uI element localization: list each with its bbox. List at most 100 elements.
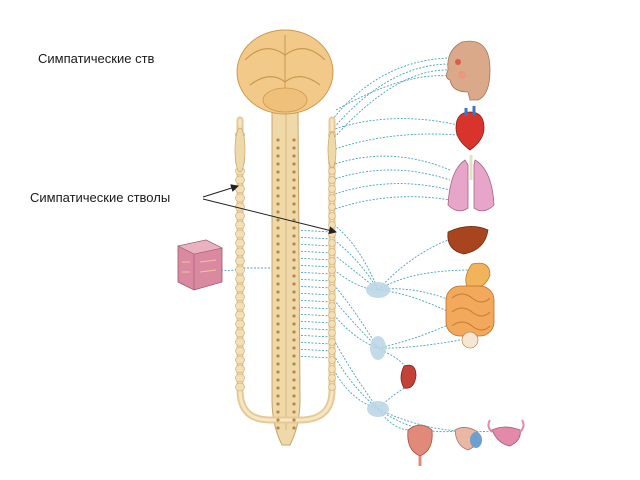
ganglion — [235, 364, 245, 374]
nerve-fiber — [331, 183, 451, 196]
nerve-fiber — [331, 196, 451, 211]
root-bead — [292, 402, 296, 406]
nerve-fiber — [331, 57, 451, 121]
lungs-icon — [447, 155, 495, 212]
ganglion — [235, 211, 245, 221]
root-bead — [276, 186, 280, 190]
root-bead — [276, 154, 280, 158]
nerve-fiber — [331, 155, 451, 171]
nerve-fiber — [331, 133, 459, 151]
root-bead — [276, 170, 280, 174]
root-bead — [276, 354, 280, 358]
root-bead — [292, 330, 296, 334]
liver-icon — [447, 226, 489, 255]
root-bead — [276, 306, 280, 310]
uterus-icon — [487, 419, 525, 447]
ganglion — [328, 212, 336, 220]
root-bead — [292, 370, 296, 374]
root-bead — [276, 282, 280, 286]
root-bead — [276, 218, 280, 222]
ganglion — [235, 382, 245, 392]
ganglion — [328, 365, 336, 373]
ramus — [293, 292, 333, 296]
root-bead — [292, 162, 296, 166]
nerve-fiber — [377, 339, 461, 349]
ramus — [293, 250, 333, 254]
root-bead — [292, 338, 296, 342]
stomach-icon — [465, 262, 491, 289]
root-bead — [276, 202, 280, 206]
cervical-ganglion — [234, 127, 246, 173]
root-bead — [292, 290, 296, 294]
ramus — [293, 306, 333, 310]
root-bead — [292, 154, 296, 158]
ganglion — [235, 229, 245, 239]
kidney-icon — [400, 364, 417, 389]
root-bead — [276, 394, 280, 398]
nerve-fiber — [333, 254, 379, 291]
nerve-fiber — [335, 75, 451, 111]
ganglion — [328, 221, 336, 229]
ramus — [293, 313, 333, 317]
ramus — [293, 341, 333, 345]
root-bead — [292, 418, 296, 422]
root-bead — [292, 242, 296, 246]
root-bead — [276, 266, 280, 270]
root-bead — [292, 218, 296, 222]
ganglion — [328, 311, 336, 319]
root-bead — [292, 266, 296, 270]
ganglion — [328, 329, 336, 337]
cervical-ganglion — [327, 131, 337, 169]
ganglion — [328, 293, 336, 301]
root-bead — [276, 250, 280, 254]
prevertebral-ganglia — [366, 282, 390, 417]
root-bead — [292, 378, 296, 382]
root-bead — [276, 138, 280, 142]
ramus — [293, 243, 333, 247]
root-bead — [292, 362, 296, 366]
root-bead — [292, 410, 296, 414]
ganglion — [328, 185, 336, 193]
nerve-fiber — [377, 239, 449, 291]
nerve-fiber — [333, 314, 379, 349]
ganglion — [235, 301, 245, 311]
root-bead — [292, 314, 296, 318]
root-bead — [276, 426, 280, 430]
root-bead — [276, 362, 280, 366]
ganglion — [328, 194, 336, 202]
ganglion — [328, 275, 336, 283]
left-sympathetic-trunk — [234, 127, 246, 392]
root-bead — [276, 330, 280, 334]
root-bead — [292, 226, 296, 230]
root-bead — [292, 178, 296, 182]
ganglion — [328, 284, 336, 292]
ganglion — [328, 383, 336, 391]
root-bead — [292, 322, 296, 326]
nerve-fiber — [333, 369, 379, 410]
nerve-fiber — [377, 324, 449, 349]
ganglion — [235, 283, 245, 293]
label-arrows — [202, 184, 337, 235]
ganglion — [235, 319, 245, 329]
ganglion — [328, 374, 336, 382]
root-bead — [276, 178, 280, 182]
root-bead — [276, 298, 280, 302]
root-bead — [276, 146, 280, 150]
head-icon — [446, 40, 491, 101]
heading-label: Симпатические ств — [38, 51, 176, 66]
ganglion — [328, 302, 336, 310]
root-bead — [276, 386, 280, 390]
root-bead — [292, 298, 296, 302]
root-bead — [292, 186, 296, 190]
root-bead — [276, 226, 280, 230]
right-sympathetic-trunk — [327, 131, 337, 391]
sympathetic-trunks-label: Симпатические стволы — [30, 190, 171, 205]
root-bead — [292, 202, 296, 206]
skin-block-icon — [177, 239, 223, 291]
nerve-fiber — [333, 239, 379, 291]
nerve-fiber — [331, 69, 451, 141]
intestine-icon — [445, 285, 495, 349]
ganglion — [328, 338, 336, 346]
ramus — [293, 320, 333, 324]
